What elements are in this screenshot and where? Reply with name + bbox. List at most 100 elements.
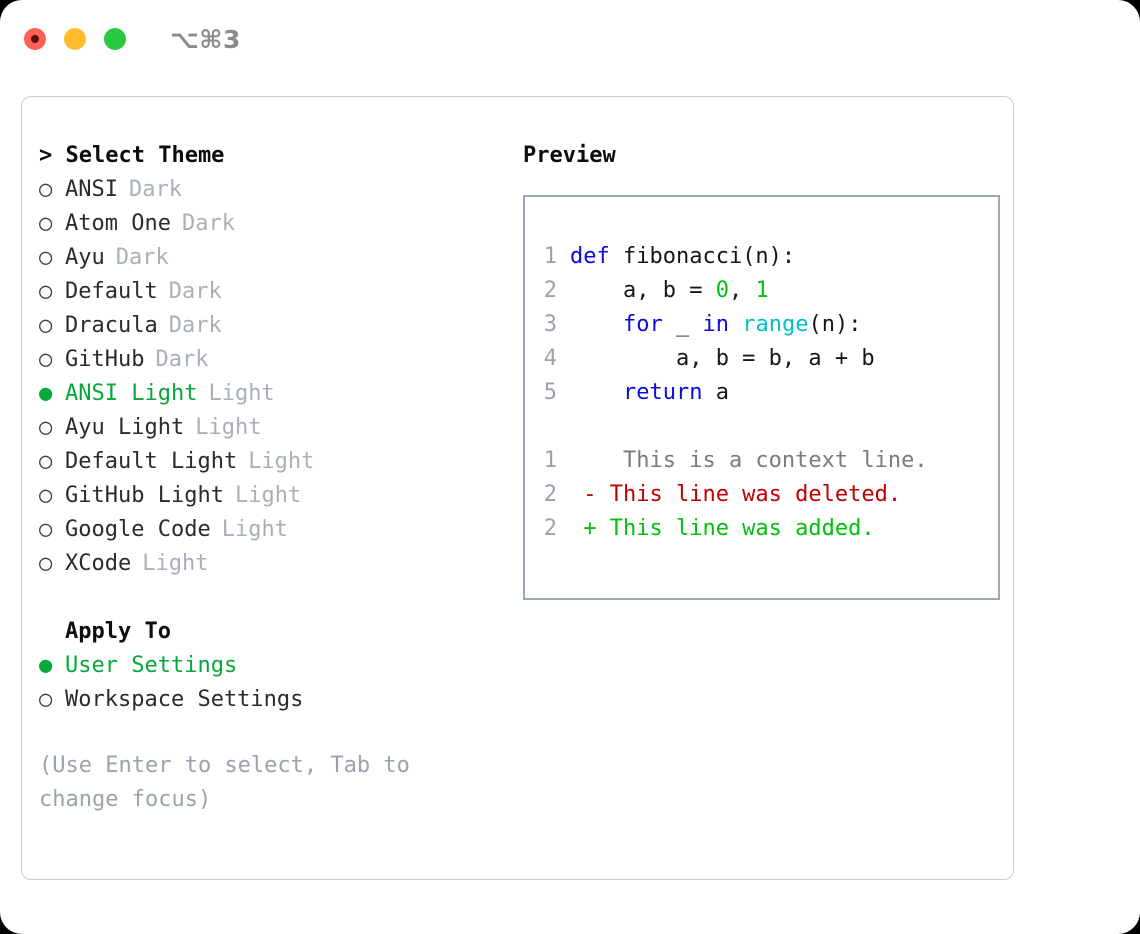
option-variant: Dark — [115, 245, 169, 270]
code-line: 2 a, b = 0, 1 — [543, 274, 998, 308]
close-button[interactable] — [24, 28, 46, 50]
line-number: 1 — [543, 244, 557, 269]
diff-line: 2 - This line was deleted. — [543, 478, 998, 512]
theme-option-5[interactable]: ○ GitHub Dark — [39, 343, 501, 377]
token-plain: _ — [662, 312, 703, 337]
apply-option-1[interactable]: ○Workspace Settings — [39, 683, 501, 717]
apply-to-header: Apply To — [65, 619, 171, 644]
radio-icon: ○ — [39, 279, 53, 304]
token-fn: range — [742, 312, 809, 337]
apply-option-0[interactable]: ● User Settings — [39, 649, 501, 683]
radio-icon: ○ — [39, 245, 53, 270]
option-label: Default Light — [65, 449, 238, 474]
radio-selected-icon: ● — [39, 653, 53, 678]
token-kw: def — [570, 244, 623, 269]
token-kw: return — [622, 380, 703, 405]
theme-option-0[interactable]: ○ ANSI Dark — [39, 173, 501, 207]
theme-option-9[interactable]: ○ GitHub Light Light — [39, 479, 501, 513]
option-variant: Light — [221, 517, 288, 542]
line-number: 2 — [543, 516, 557, 541]
option-label: Atom One — [65, 211, 171, 236]
option-label: XCode — [65, 551, 132, 576]
theme-option-7[interactable]: ○ Ayu Light Light — [39, 411, 501, 445]
option-variant: Dark — [168, 279, 222, 304]
option-variant: Dark — [155, 347, 209, 372]
code-line: 1 def fibonacci(n): — [543, 240, 998, 274]
option-label: ANSI Light — [65, 381, 198, 406]
option-label: Google Code — [65, 517, 211, 542]
theme-option-6[interactable]: ● ANSI Light Light — [39, 377, 501, 411]
option-label: Ayu — [65, 245, 105, 270]
token-plain: fibonacci(n): — [622, 244, 796, 269]
theme-option-2[interactable]: ○ Ayu Dark — [39, 241, 501, 275]
code-text: a, b = 0, 1 — [570, 274, 769, 308]
radio-icon: ○ — [39, 415, 53, 440]
option-label: Dracula — [65, 313, 158, 338]
theme-option-4[interactable]: ○ Dracula Dark — [39, 309, 501, 343]
token-plain: , — [728, 278, 756, 303]
theme-option-8[interactable]: ○ Default Light Light — [39, 445, 501, 479]
option-variant: Light — [248, 449, 315, 474]
radio-icon: ○ — [39, 211, 53, 236]
option-label: Ayu Light — [65, 415, 185, 440]
keyboard-hint-text: (Use Enter to select, Tab to change focu… — [39, 753, 410, 812]
spacer — [543, 410, 998, 444]
option-variant: Dark — [128, 177, 182, 202]
line-number: 2 — [543, 278, 557, 303]
code-line: 4 a, b = b, a + b — [543, 342, 998, 376]
apply-to-list[interactable]: ● User Settings ○Workspace Settings — [39, 649, 501, 717]
radio-icon: ○ — [39, 517, 53, 542]
option-variant: Dark — [181, 211, 235, 236]
radio-icon: ○ — [39, 483, 53, 508]
code-text: a, b = b, a + b — [570, 342, 875, 376]
code-text: def fibonacci(n): — [570, 240, 795, 274]
keyboard-shortcut-label: ⌥⌘3 — [170, 24, 241, 54]
token-plain — [729, 312, 742, 337]
option-variant: Light — [234, 483, 302, 508]
code-line: 5 return a — [543, 376, 998, 410]
minimize-button[interactable] — [64, 28, 86, 50]
option-label: GitHub — [65, 347, 145, 372]
theme-option-11[interactable]: ○ XCode Light — [39, 547, 501, 581]
select-theme-header: > Select Theme — [39, 143, 225, 168]
option-variant: Light — [142, 551, 209, 576]
token-plain — [570, 380, 623, 405]
option-variant: Light — [195, 415, 262, 440]
radio-selected-icon: ● — [39, 381, 53, 406]
line-number: 5 — [543, 380, 557, 405]
maximize-button[interactable] — [104, 28, 126, 50]
radio-icon: ○ — [39, 551, 53, 576]
line-number: 1 — [543, 448, 557, 473]
option-label: GitHub Light — [65, 483, 224, 508]
theme-option-10[interactable]: ○ Google Code Light — [39, 513, 501, 547]
radio-icon: ○ — [39, 313, 53, 338]
radio-icon: ○ — [39, 347, 53, 372]
token-plain: a, b = — [570, 278, 716, 303]
theme-option-1[interactable]: ○ Atom One Dark — [39, 207, 501, 241]
token-num: 1 — [755, 278, 769, 303]
radio-icon: ○ — [39, 177, 53, 202]
title-bar: ⌥⌘3 — [0, 0, 1140, 78]
token-plain: a — [702, 380, 729, 405]
code-text: for _ in range(n): — [570, 308, 861, 342]
token-plain: a, b = b, a + b — [570, 346, 875, 371]
code-line: 3 for _ in range(n): — [543, 308, 998, 342]
option-variant: Light — [208, 381, 275, 406]
option-label: ANSI — [65, 177, 118, 202]
diff-line: 1 This is a context line. — [543, 444, 998, 478]
line-number: 2 — [543, 482, 557, 507]
option-label: User Settings — [65, 653, 238, 678]
radio-icon: ○ — [39, 449, 53, 474]
token-kw: for — [622, 312, 663, 337]
diff-line: 2 + This line was added. — [543, 512, 998, 546]
diff-text-add: + This line was added. — [570, 516, 875, 541]
option-variant: Dark — [168, 313, 222, 338]
